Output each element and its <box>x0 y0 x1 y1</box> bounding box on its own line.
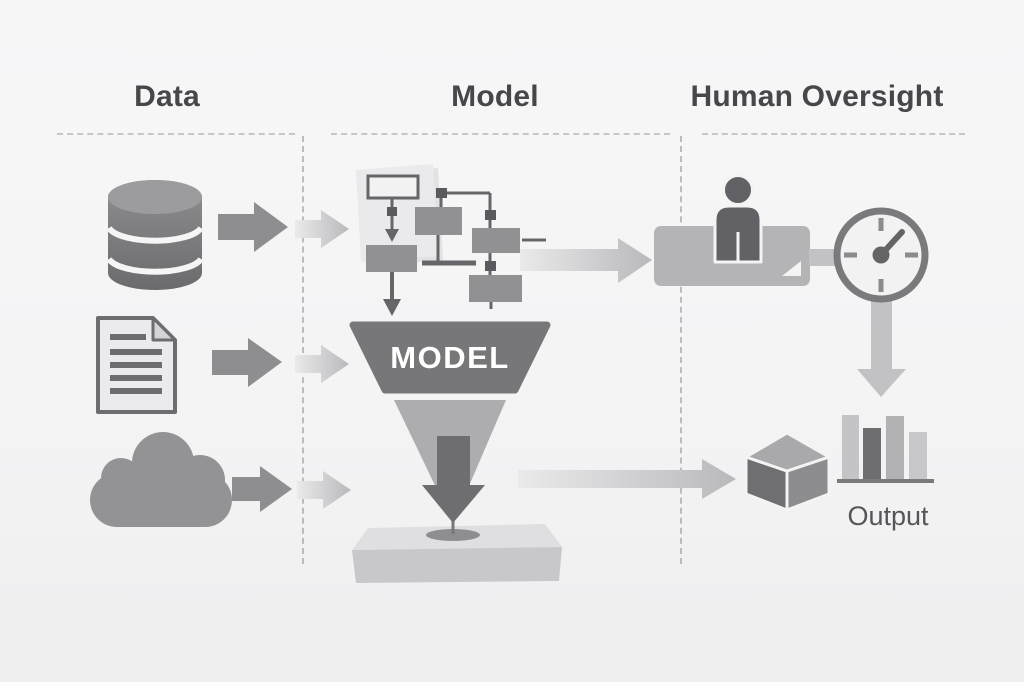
column-divider-left <box>302 136 304 564</box>
heading-underline-model <box>331 133 670 135</box>
arrow-down-icon <box>857 369 906 397</box>
arrow-right-icon <box>297 471 351 509</box>
flowchart-icon <box>356 164 546 316</box>
arrow-down-icon <box>422 436 485 523</box>
person-desk-icon <box>654 174 839 286</box>
cube-icon <box>744 431 831 512</box>
arrow-right-icon <box>232 466 292 512</box>
column-heading-model: Model <box>451 80 539 113</box>
document-icon <box>96 316 177 414</box>
heading-underline-data <box>57 133 295 135</box>
arrow-right-icon <box>218 202 288 252</box>
funnel-label: MODEL <box>390 340 510 375</box>
arrow-right-icon <box>212 338 282 387</box>
arrow-right-icon <box>295 345 349 383</box>
database-icon <box>106 180 204 290</box>
arrow-right-icon <box>520 238 652 283</box>
arrow-right-icon <box>295 210 349 248</box>
heading-underline-human-oversight <box>702 133 965 135</box>
bar-chart-icon <box>837 415 934 483</box>
column-heading-data: Data <box>134 80 200 113</box>
column-heading-human-oversight: Human Oversight <box>690 80 944 113</box>
column-divider-right <box>680 136 682 564</box>
arrow-right-icon <box>518 459 736 499</box>
clock-icon <box>833 207 929 371</box>
cloud-icon <box>90 432 232 527</box>
output-label: Output <box>847 501 929 531</box>
platform-icon <box>352 524 562 583</box>
